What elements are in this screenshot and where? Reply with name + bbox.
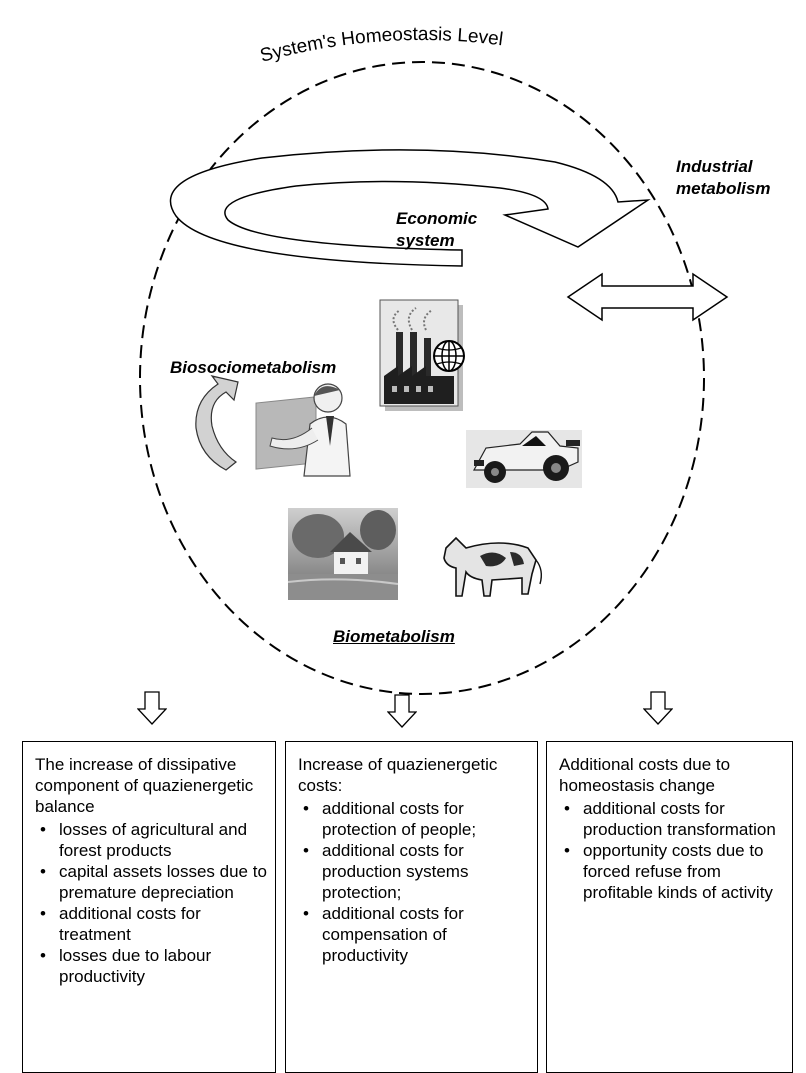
- list-item: additional costs for compensation of pro…: [303, 903, 531, 966]
- list-item: additional costs for production transfor…: [564, 798, 786, 840]
- biosociometabolism-label: Biosociometabolism: [170, 358, 337, 377]
- box-heading: Increase of quazienergetic costs:: [298, 755, 498, 795]
- factory-globe-icon: [379, 299, 465, 411]
- cost-box-homeostasis: Additional costs due to homeostasis chan…: [546, 741, 793, 1073]
- box-list: additional costs for protection of peopl…: [298, 798, 531, 966]
- list-item: losses due to labour productivity: [40, 945, 269, 987]
- box-heading: Additional costs due to homeostasis chan…: [559, 755, 731, 795]
- homeostasis-arc-label: System's Homeostasis Level: [258, 24, 504, 67]
- race-car-icon: [466, 430, 582, 488]
- down-arrow-center: [387, 694, 417, 728]
- curved-arrow-icon: [195, 375, 239, 471]
- presenter-man-icon: [255, 383, 351, 477]
- cow-icon: [443, 536, 543, 597]
- box-heading: The increase of dissipative component of…: [35, 755, 254, 816]
- list-item: additional costs for protection of peopl…: [303, 798, 531, 840]
- cost-box-quazienergetic: Increase of quazienergetic costs: additi…: [285, 741, 538, 1073]
- economic-system-label: Economic system: [396, 209, 478, 250]
- down-arrow-left: [137, 691, 167, 725]
- box-list: additional costs for production transfor…: [559, 798, 786, 903]
- list-item: additional costs for treatment: [40, 903, 269, 945]
- box-list: losses of agricultural and forest produc…: [35, 819, 269, 987]
- homeostasis-boundary: [139, 61, 705, 695]
- cost-box-dissipative: The increase of dissipative component of…: [22, 741, 276, 1073]
- list-item: capital assets losses due to premature d…: [40, 861, 269, 903]
- exchange-double-arrow: [566, 272, 729, 322]
- list-item: opportunity costs due to forced refuse f…: [564, 840, 786, 903]
- list-item: additional costs for production systems …: [303, 840, 531, 903]
- economic-cycle-arrow: [169, 149, 651, 267]
- down-arrow-right: [643, 691, 673, 725]
- industrial-metabolism-label: Industrial metabolism: [676, 157, 771, 198]
- biometabolism-label: Biometabolism: [333, 627, 455, 646]
- list-item: losses of agricultural and forest produc…: [40, 819, 269, 861]
- landscape-house-icon: [287, 508, 399, 600]
